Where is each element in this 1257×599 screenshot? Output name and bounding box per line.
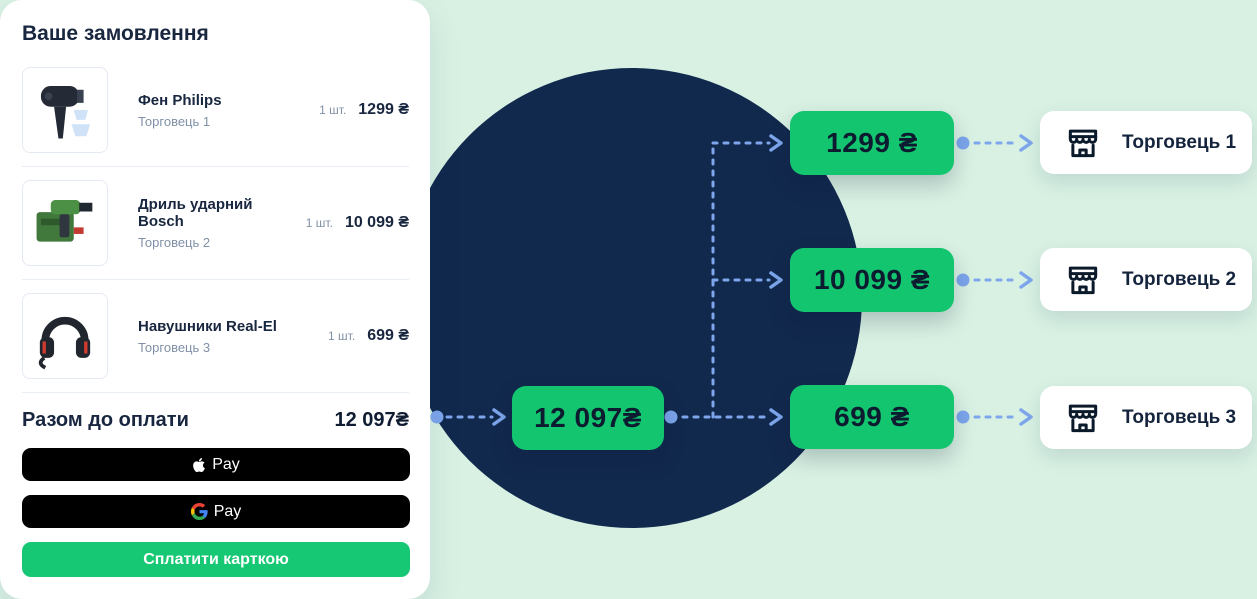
- order-item-3: Навушники Real-El Торговець 3 1 шт. 699 …: [22, 284, 409, 388]
- google-pay-label: Pay: [213, 502, 242, 520]
- product-price: 1299 ₴: [358, 101, 409, 118]
- product-quantity: 1 шт.: [319, 103, 347, 117]
- product-price: 10 099 ₴: [344, 214, 409, 231]
- product-quantity: 1 шт.: [328, 329, 356, 343]
- total-amount-node: 12 097₴: [512, 386, 664, 450]
- product-price: 699 ₴: [367, 327, 409, 344]
- background-circle: [402, 68, 862, 528]
- storefront-icon: [1064, 261, 1102, 299]
- product-name: Фен Philips: [138, 91, 222, 109]
- product-name: Навушники Real-El: [138, 317, 277, 335]
- pay-with-card-button[interactable]: Сплатити карткою: [22, 542, 410, 577]
- apple-logo-icon: [192, 457, 206, 473]
- pay-with-card-label: Сплатити карткою: [143, 550, 289, 568]
- storefront-icon: [1064, 124, 1102, 162]
- product-seller: Торговець 2: [138, 235, 211, 250]
- merchant-name: Торговець 1: [1122, 131, 1237, 153]
- divider: [22, 279, 409, 280]
- google-logo-icon: [190, 503, 208, 520]
- divider: [22, 392, 409, 393]
- product-seller: Торговець 3: [138, 339, 211, 355]
- merchant-card-2: Торговець 2: [1040, 248, 1252, 311]
- product-thumbnail-hairdryer: [22, 67, 108, 153]
- product-seller: Торговець 1: [138, 113, 211, 129]
- split-amount-node-2: 10 099 ₴: [790, 248, 954, 312]
- divider: [22, 166, 409, 167]
- page-title: Ваше замовлення: [22, 22, 209, 45]
- order-item-1: Фен Philips Торговець 1 1 шт. 1299 ₴: [22, 58, 409, 162]
- storefront-icon: [1064, 399, 1102, 437]
- product-quantity: 1 шт.: [305, 216, 333, 230]
- merchant-card-3: Торговець 3: [1040, 386, 1252, 449]
- split-amount-node-3: 699 ₴: [790, 385, 954, 449]
- order-total-row: Разом до оплати 12 097₴: [22, 409, 409, 432]
- apple-pay-label: Pay: [212, 455, 240, 473]
- order-summary-panel: Ваше замовлення Фен Philips Торговець 1 …: [0, 0, 430, 599]
- split-amount-node-1: 1299 ₴: [790, 111, 954, 175]
- total-label: Разом до оплати: [22, 409, 189, 431]
- order-item-2: Дриль ударний Bosch Торговець 2 1 шт. 10…: [22, 171, 409, 275]
- merchant-name: Торговець 2: [1122, 268, 1237, 290]
- product-name: Дриль ударний Bosch: [138, 196, 253, 230]
- merchant-card-1: Торговець 1: [1040, 111, 1252, 174]
- google-pay-button[interactable]: Pay: [22, 495, 410, 528]
- merchant-name: Торговець 3: [1122, 406, 1237, 428]
- product-thumbnail-headphones: [22, 293, 108, 379]
- total-value: 12 097₴: [334, 409, 409, 431]
- product-thumbnail-drill: [22, 180, 108, 266]
- apple-pay-button[interactable]: Pay: [22, 448, 410, 481]
